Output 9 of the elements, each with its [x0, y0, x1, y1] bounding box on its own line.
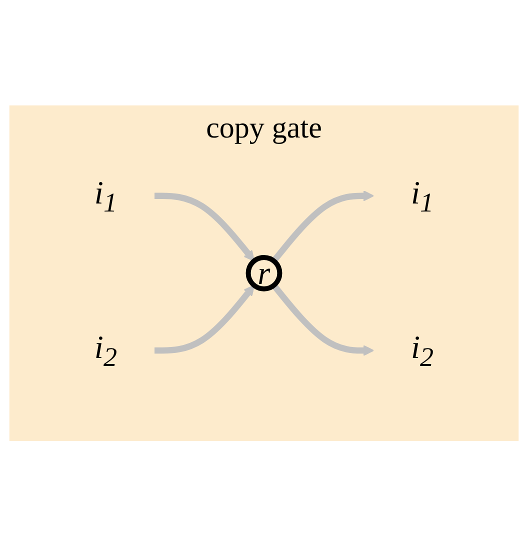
node-text: i$_{1}$ [94, 174, 117, 218]
arrow [271, 190, 374, 263]
node-text: i$_{1}$ [411, 174, 434, 218]
arrow [271, 283, 374, 356]
node-circle: r [246, 254, 282, 292]
node-text: i$_{2}$ [411, 329, 434, 372]
arrow [154, 192, 255, 262]
arrow [154, 284, 255, 354]
node-text: i$_{2}$ [94, 329, 117, 372]
